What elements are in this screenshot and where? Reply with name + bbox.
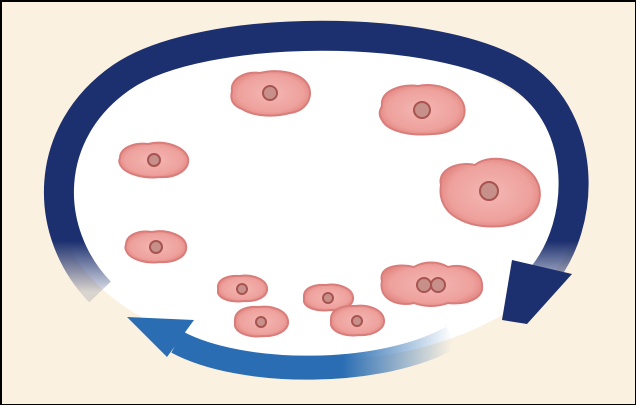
cell-10 — [331, 306, 384, 336]
cell-2 — [380, 85, 465, 135]
cell-6-dividing — [381, 263, 482, 307]
cell-1 — [231, 71, 310, 115]
cell-5 — [125, 231, 186, 262]
cell-9 — [235, 307, 288, 337]
cell-4 — [441, 159, 540, 227]
cell-7 — [218, 276, 267, 302]
cell-3 — [119, 143, 188, 178]
